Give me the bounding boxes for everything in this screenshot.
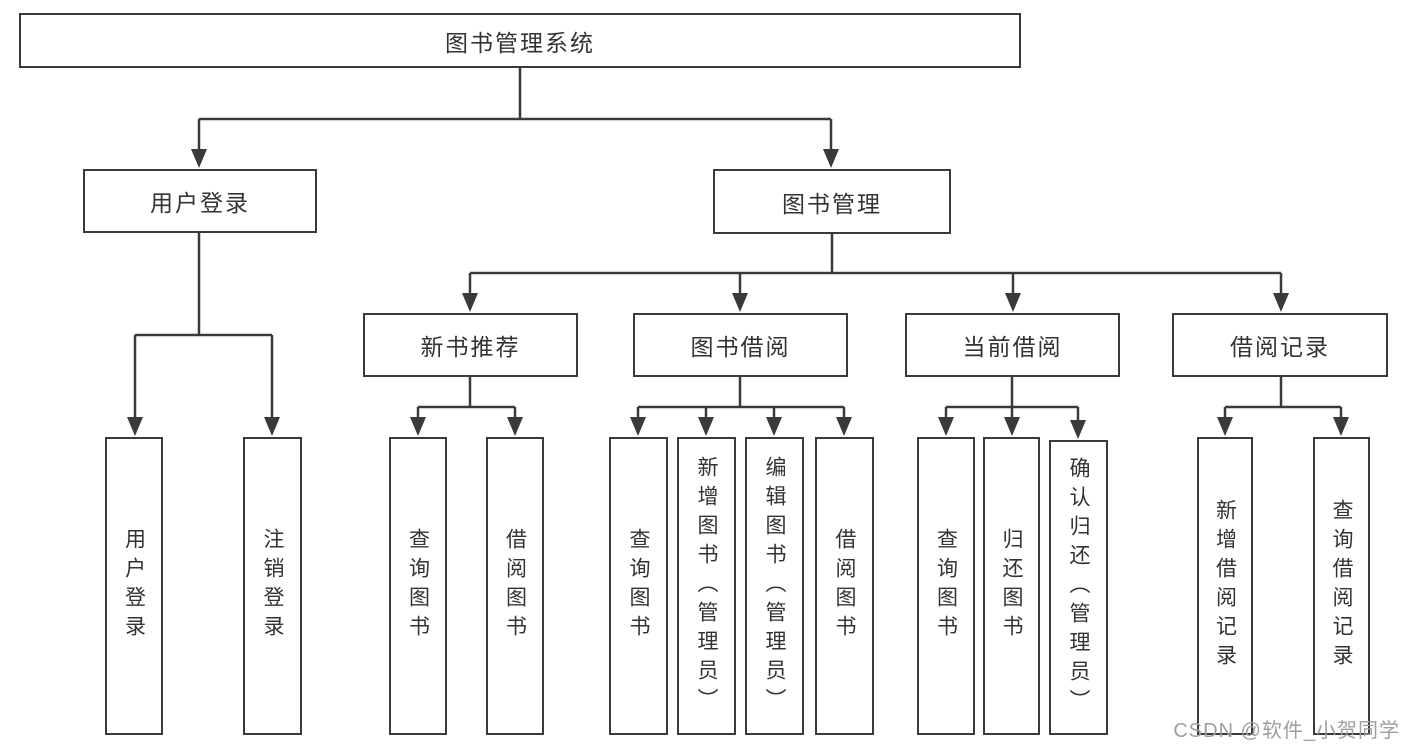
node-user-login-label: 用户登录 (150, 190, 250, 216)
leaf-add-borrow-record-label: 新增借阅记录 (1213, 499, 1237, 673)
node-borrow-records-label: 借阅记录 (1230, 334, 1330, 360)
node-book-borrow-label: 图书借阅 (690, 334, 791, 360)
leaf-borrow-books-recommend: 借阅图书 (486, 437, 544, 735)
leaf-logout-login: 注销登录 (243, 437, 302, 735)
leaf-confirm-return-admin: 确认归还（管理员） (1049, 440, 1108, 735)
node-new-book-recommend-label: 新书推荐 (420, 334, 521, 360)
leaf-query-books-recommend-label: 查询图书 (406, 528, 430, 644)
leaf-borrow-books-recommend-label: 借阅图书 (503, 528, 527, 644)
leaf-borrow-books-borrow: 借阅图书 (815, 437, 874, 735)
leaf-borrow-books-borrow-label: 借阅图书 (833, 528, 857, 644)
leaf-query-books-borrow: 查询图书 (609, 437, 668, 735)
leaf-add-books-admin-label: 新增图书（管理员） (695, 455, 719, 717)
leaf-logout-login-label: 注销登录 (261, 528, 285, 644)
leaf-return-books: 归还图书 (983, 437, 1040, 735)
node-new-book-recommend: 新书推荐 (363, 313, 578, 377)
leaf-query-books-current: 查询图书 (917, 437, 975, 735)
leaf-query-borrow-record: 查询借阅记录 (1313, 437, 1370, 735)
node-current-borrow-label: 当前借阅 (962, 334, 1063, 360)
leaf-query-borrow-record-label: 查询借阅记录 (1330, 499, 1354, 673)
node-library-management-system: 图书管理系统 (19, 13, 1021, 68)
leaf-query-books-recommend: 查询图书 (389, 437, 447, 735)
arrowheads (127, 149, 1349, 439)
watermark-csdn: CSDN @软件_小贺同学 (1173, 720, 1400, 742)
node-book-management: 图书管理 (713, 169, 951, 234)
leaf-query-books-borrow-label: 查询图书 (627, 528, 651, 644)
node-library-management-system-label: 图书管理系统 (445, 29, 595, 56)
node-book-borrow: 图书借阅 (633, 313, 848, 377)
leaf-add-books-admin: 新增图书（管理员） (677, 437, 736, 735)
leaf-query-books-current-label: 查询图书 (934, 528, 958, 644)
leaf-return-books-label: 归还图书 (1000, 528, 1024, 644)
leaf-edit-books-admin: 编辑图书（管理员） (745, 437, 804, 735)
node-book-management-label: 图书管理 (782, 190, 882, 217)
node-user-login: 用户登录 (83, 169, 317, 233)
leaf-edit-books-admin-label: 编辑图书（管理员） (763, 455, 787, 717)
node-borrow-records: 借阅记录 (1172, 313, 1388, 377)
leaf-add-borrow-record: 新增借阅记录 (1197, 437, 1253, 735)
leaf-confirm-return-admin-label: 确认归还（管理员） (1067, 457, 1091, 718)
leaf-user-login-label: 用户登录 (122, 528, 146, 644)
node-current-borrow: 当前借阅 (905, 313, 1120, 377)
leaf-user-login: 用户登录 (105, 437, 163, 735)
